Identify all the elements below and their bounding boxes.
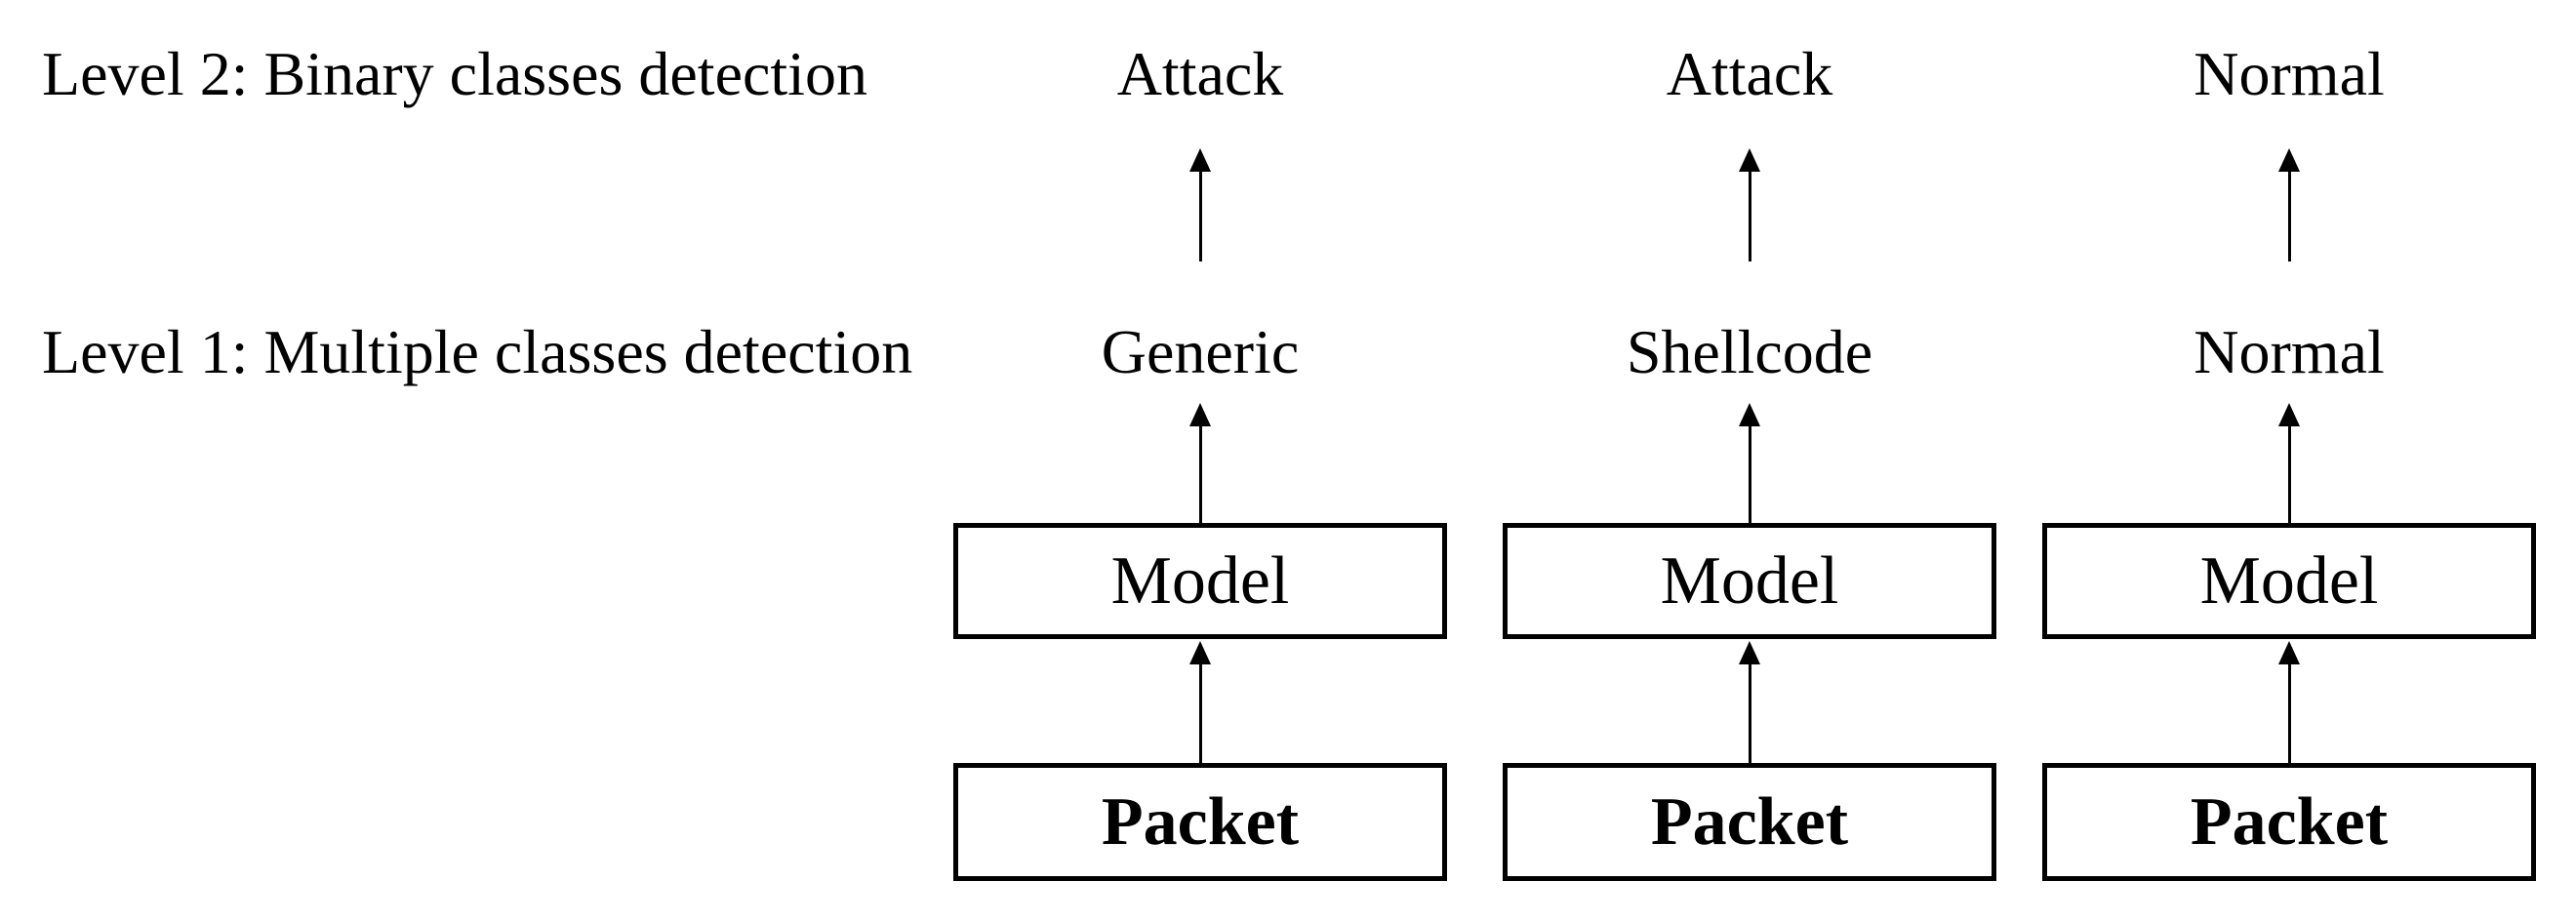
- arrow-shaft: [1748, 172, 1751, 261]
- arrow-head: [2278, 148, 2300, 172]
- arrow-head: [1189, 148, 1211, 172]
- pipeline-column-2: Attack Shellcode Model Packet: [1503, 0, 1996, 922]
- level1-result-label: Generic: [1101, 317, 1300, 386]
- packet-box-label: Packet: [1650, 783, 1849, 860]
- level2-row-label: Level 2: Binary classes detection: [42, 39, 867, 108]
- arrow-head: [1189, 403, 1211, 426]
- packet-box-label: Packet: [1101, 783, 1300, 860]
- arrow-shaft: [1198, 426, 1202, 524]
- arrow-up-icon: [2278, 641, 2300, 764]
- packet-box-label: Packet: [2190, 783, 2389, 860]
- arrow-head: [1739, 148, 1760, 172]
- arrow-head: [1739, 403, 1760, 426]
- arrow-shaft: [1748, 426, 1751, 524]
- arrow-up-icon: [2278, 403, 2300, 524]
- level2-result-label: Normal: [2194, 39, 2385, 108]
- arrow-shaft: [1198, 664, 1202, 764]
- arrow-up-icon: [1189, 403, 1211, 524]
- level2-result-label: Attack: [1116, 39, 1284, 108]
- arrow-shaft: [2287, 664, 2291, 764]
- packet-box: Packet: [2042, 763, 2536, 881]
- pipeline-column-3: Normal Normal Model Packet: [2042, 0, 2536, 922]
- arrow-up-icon: [2278, 148, 2300, 261]
- level2-result-label: Attack: [1666, 39, 1833, 108]
- arrow-up-icon: [1189, 641, 1211, 764]
- arrow-head: [1189, 641, 1211, 664]
- pipeline-column-1: Attack Generic Model Packet: [953, 0, 1447, 922]
- arrow-shaft: [1198, 172, 1202, 261]
- arrow-head: [2278, 403, 2300, 426]
- arrow-shaft: [2287, 172, 2291, 261]
- level1-row-label: Level 1: Multiple classes detection: [42, 317, 913, 386]
- arrow-shaft: [2287, 426, 2291, 524]
- arrow-shaft: [1748, 664, 1751, 764]
- packet-box: Packet: [1503, 763, 1996, 881]
- arrow-up-icon: [1739, 403, 1760, 524]
- arrow-up-icon: [1739, 641, 1760, 764]
- model-box-label: Model: [2199, 542, 2379, 619]
- model-box: Model: [953, 523, 1447, 639]
- model-box-label: Model: [1660, 542, 1839, 619]
- level1-result-label: Normal: [2194, 317, 2385, 386]
- level1-result-label: Shellcode: [1626, 317, 1873, 386]
- arrow-head: [2278, 641, 2300, 664]
- packet-box: Packet: [953, 763, 1447, 881]
- model-box-label: Model: [1110, 542, 1290, 619]
- arrow-head: [1739, 641, 1760, 664]
- arrow-up-icon: [1739, 148, 1760, 261]
- model-box: Model: [1503, 523, 1996, 639]
- arrow-up-icon: [1189, 148, 1211, 261]
- model-box: Model: [2042, 523, 2536, 639]
